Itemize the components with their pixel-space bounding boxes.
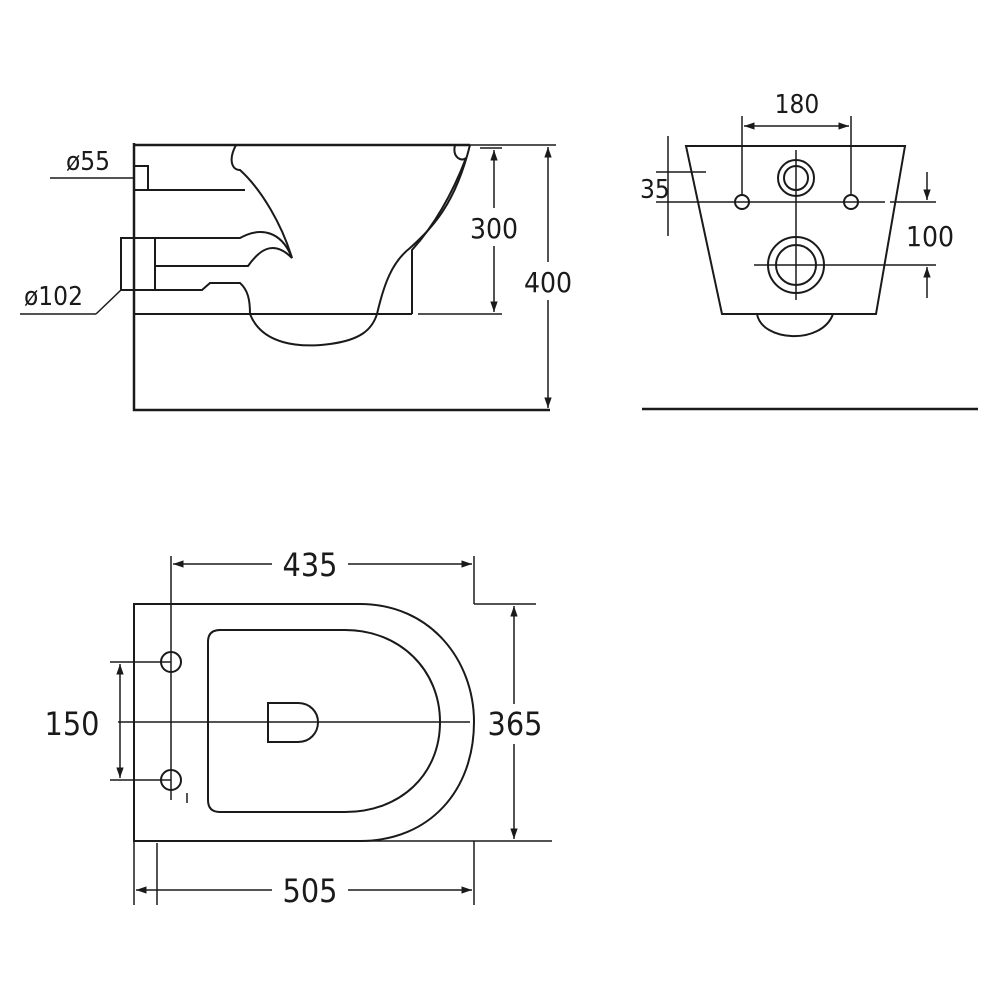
pipe-large-leader-diag	[95, 289, 122, 315]
bowl-rim-curve	[411, 144, 467, 314]
top-body-outline	[133, 603, 476, 842]
waste-pipe-body	[155, 231, 293, 267]
bowl-outer-curve	[249, 144, 471, 347]
height-outlet-label: 300	[470, 212, 518, 245]
outlet-offset-label: 100	[906, 220, 954, 253]
trap-curve	[230, 144, 293, 259]
waste-pipe-outline	[120, 237, 156, 291]
width-label: 365	[488, 705, 543, 743]
pipe-large-label: ø102	[24, 282, 83, 312]
waste-pipe-lower	[155, 282, 251, 315]
pipe-small-label: ø55	[66, 147, 110, 177]
hole-spacing-label: 150	[45, 705, 100, 743]
total-length-label: 505	[283, 872, 338, 910]
top-bowl-opening	[207, 629, 442, 813]
rear-bowl-bulge	[756, 313, 834, 338]
side-wall-line	[132, 143, 550, 412]
small-inlet-pipe	[134, 165, 149, 191]
top-view: 435 150 365 505	[40, 544, 552, 910]
rear-body-outline	[684, 145, 907, 315]
rear-view: 180 35 100	[640, 90, 978, 411]
height-total-label: 400	[524, 266, 572, 299]
inner-length-label: 435	[283, 546, 338, 584]
side-view: 300 400 ø55 ø102	[20, 143, 576, 412]
bolt-spacing-label: 180	[775, 90, 820, 120]
bolt-offset-label: 35	[640, 175, 670, 205]
